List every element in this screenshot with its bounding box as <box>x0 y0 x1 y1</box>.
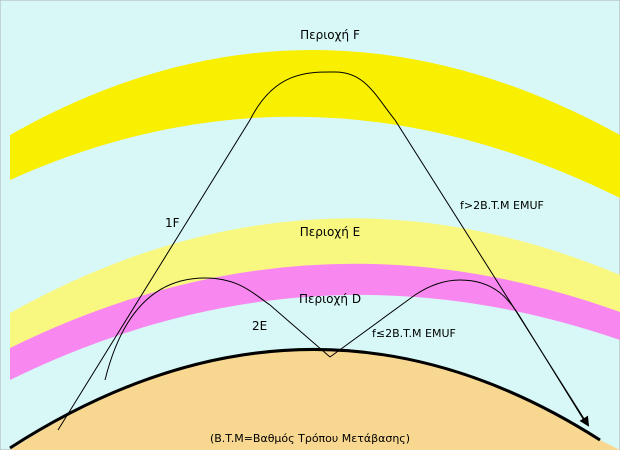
ray-2e-hop-2 <box>329 279 586 423</box>
e-layer-band <box>10 218 620 362</box>
label-above-muf: f>2B.T.M EMUF <box>460 199 544 212</box>
d-layer-band <box>10 263 620 380</box>
ray-2e-hop-1 <box>104 277 331 381</box>
f-layer-band <box>10 50 620 198</box>
region-e-label: Περιοχή E <box>300 225 360 239</box>
earth-surface-outline <box>9 348 601 450</box>
region-f-label: Περιοχή F <box>300 28 360 42</box>
label-below-muf: f≤2B.T.M EMUF <box>372 327 456 340</box>
earth-surface <box>10 349 620 450</box>
region-d-label: Περιοχή D <box>299 292 361 306</box>
footnote: (B.T.M=Βαθμός Τρόπου Μετάβασης) <box>210 432 410 445</box>
path-2e-label: 2E <box>252 319 267 333</box>
ray-1f <box>57 71 590 431</box>
path-1f-label: 1F <box>165 216 180 230</box>
